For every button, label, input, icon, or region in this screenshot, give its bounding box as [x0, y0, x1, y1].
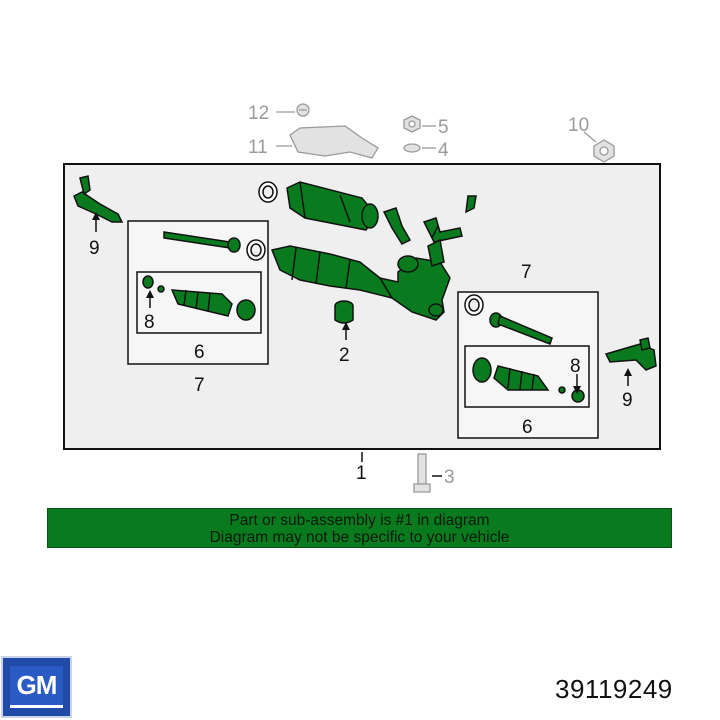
heat-shield-ghost: [289, 103, 615, 163]
inner-tie-rod-left: [163, 231, 266, 261]
mounting-bolt: [413, 453, 431, 493]
boot-kit-left: [142, 275, 256, 321]
callout-6-right: 6: [522, 417, 533, 438]
callout-9-left: 9: [89, 238, 100, 259]
part-number: 39119249: [555, 674, 673, 704]
banner-line-1: Part or sub-assembly is #1 in diagram: [229, 512, 490, 529]
gm-logo-inner: GM: [10, 666, 63, 708]
arrowheads: [92, 212, 632, 394]
mounting-bushing: [334, 300, 354, 324]
steering-gear-housing: [270, 225, 451, 321]
callout-1: 1: [356, 463, 367, 484]
gm-logo-text: GM: [16, 670, 58, 700]
callout-12: 12: [248, 103, 269, 124]
ghost-leader-lines: [276, 111, 597, 149]
gm-logo: GM: [1, 656, 72, 718]
callout-8-left: 8: [144, 312, 155, 333]
outer-tie-rod-end-left: [73, 175, 124, 223]
banner-line-2: Diagram may not be specific to your vehi…: [209, 529, 510, 546]
callout-7-right: 7: [521, 262, 532, 283]
callout-11: 11: [248, 137, 268, 158]
callout-9-right: 9: [622, 390, 633, 411]
callout-10: 10: [568, 115, 589, 136]
info-banner: Part or sub-assembly is #1 in diagram Di…: [47, 508, 672, 548]
callout-6-left: 6: [194, 342, 205, 363]
inner-tie-rod-right: [464, 294, 553, 345]
callout-5: 5: [438, 117, 449, 138]
callout-8-right: 8: [570, 356, 581, 377]
outer-tie-rod-end-right: [604, 337, 657, 371]
callout-3: 3: [444, 467, 455, 488]
callout-7-left: 7: [194, 375, 205, 396]
motor-assembly: [258, 181, 477, 245]
callout-4: 4: [438, 140, 449, 161]
boot-kit-right: [472, 357, 585, 403]
callout-2: 2: [339, 345, 350, 366]
